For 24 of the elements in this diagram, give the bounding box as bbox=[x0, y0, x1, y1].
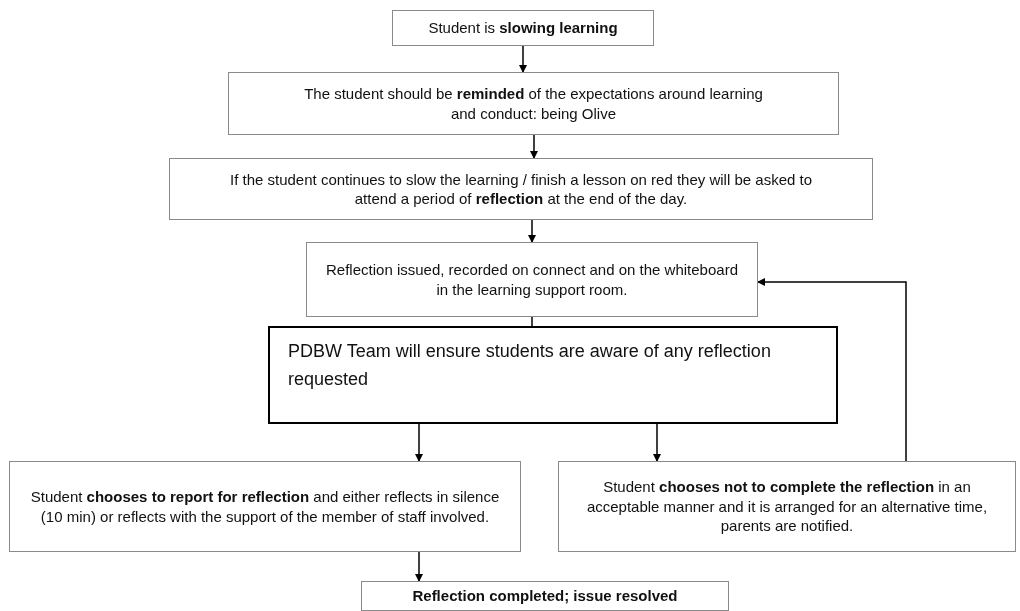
arrow bbox=[757, 278, 907, 462]
step-text: Student chooses to report for reflection and either reflects in silence (10 min) or reflects with the support of the member of staff involved. bbox=[29, 487, 501, 526]
step-text: Student chooses not to complete the reflection in an acceptable manner and it is arranged for an alternative time, parents are notified. bbox=[585, 477, 989, 536]
arrow bbox=[519, 45, 527, 73]
process-box bbox=[558, 461, 1016, 552]
arrow bbox=[653, 423, 661, 462]
arrow bbox=[528, 219, 536, 243]
process-box bbox=[169, 158, 873, 220]
step-text: PDBW Team will ensure students are aware of any reflection requested bbox=[288, 340, 772, 391]
process-box bbox=[228, 72, 839, 135]
arrow bbox=[530, 134, 538, 159]
connector-line bbox=[531, 316, 533, 327]
process-box bbox=[392, 10, 654, 46]
process-box bbox=[361, 581, 729, 611]
arrow bbox=[415, 423, 423, 462]
process-box bbox=[9, 461, 521, 552]
process-box bbox=[306, 242, 758, 317]
step-text: Reflection completed; issue resolved bbox=[412, 586, 678, 606]
step-text: If the student continues to slow the learning / finish a lesson on red they will be asked to attend a period of reflection at the end of the day. bbox=[229, 169, 813, 209]
step-text: Reflection issued, recorded on connect and on the whiteboard in the learning support room. bbox=[325, 260, 739, 299]
arrow bbox=[415, 551, 423, 582]
step-text: The student should be reminded of the expectations around learning and conduct: being Olive bbox=[303, 84, 764, 123]
step-text: Student is slowing learning bbox=[428, 18, 618, 38]
process-box bbox=[268, 326, 838, 424]
